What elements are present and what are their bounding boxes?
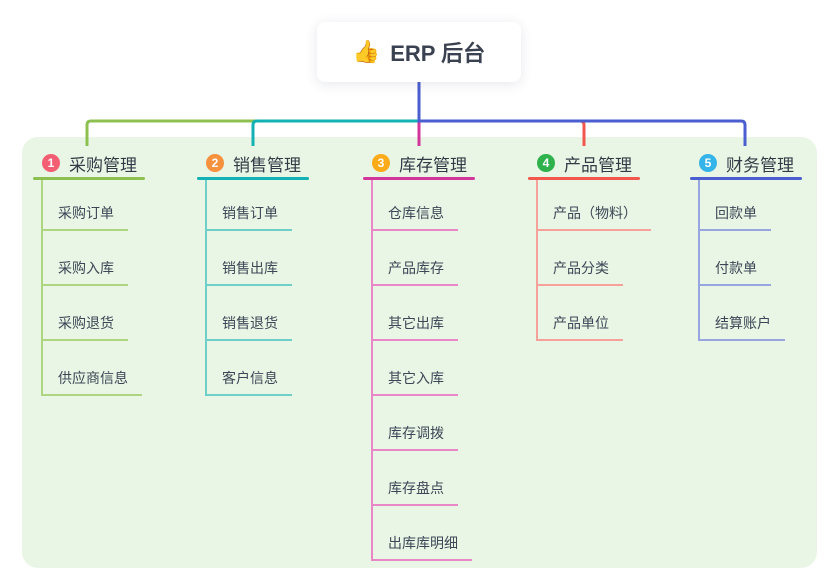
- branch-header[interactable]: 1 采购管理: [42, 151, 137, 175]
- child-node[interactable]: 产品（物料）: [536, 205, 651, 231]
- branch-number-badge: 2: [206, 154, 224, 172]
- child-node[interactable]: 客户信息: [205, 370, 292, 396]
- child-node[interactable]: 销售出库: [205, 260, 292, 286]
- child-node[interactable]: 结算账户: [698, 315, 785, 341]
- child-node[interactable]: 产品分类: [536, 260, 623, 286]
- child-node[interactable]: 供应商信息: [41, 370, 142, 396]
- child-node[interactable]: 付款单: [698, 260, 771, 286]
- root-node-label: ERP 后台: [390, 41, 486, 66]
- root-node[interactable]: 👍 ERP 后台: [317, 22, 521, 82]
- branch-label: 库存管理: [399, 155, 467, 175]
- child-node[interactable]: 仓库信息: [371, 205, 458, 231]
- child-node[interactable]: 采购入库: [41, 260, 128, 286]
- branch-number-badge: 5: [699, 154, 717, 172]
- branch-child-connector: [698, 180, 700, 341]
- branch-header[interactable]: 4 产品管理: [537, 151, 632, 175]
- branch-label: 产品管理: [564, 155, 632, 175]
- branch-label: 销售管理: [233, 155, 301, 175]
- branch-header[interactable]: 2 销售管理: [206, 151, 301, 175]
- branch-label: 采购管理: [69, 155, 137, 175]
- child-node[interactable]: 库存盘点: [371, 480, 458, 506]
- branch-header[interactable]: 3 库存管理: [372, 151, 467, 175]
- child-node[interactable]: 采购退货: [41, 315, 128, 341]
- branch-child-connector: [536, 180, 538, 341]
- branch-header[interactable]: 5 财务管理: [699, 151, 794, 175]
- branch-number-badge: 3: [372, 154, 390, 172]
- thumbs-up-icon: 👍: [352, 39, 381, 64]
- child-node[interactable]: 销售退货: [205, 315, 292, 341]
- branch-underline: [363, 177, 475, 180]
- child-node[interactable]: 其它入库: [371, 370, 458, 396]
- child-node[interactable]: 产品库存: [371, 260, 458, 286]
- child-node[interactable]: 销售订单: [205, 205, 292, 231]
- branch-underline: [528, 177, 640, 180]
- branch-underline: [197, 177, 309, 180]
- child-node[interactable]: 库存调拨: [371, 425, 458, 451]
- canvas-panel: [22, 137, 817, 568]
- branch-underline: [33, 177, 145, 180]
- branch-underline: [690, 177, 802, 180]
- branch-child-connector: [371, 180, 373, 561]
- branch-child-connector: [205, 180, 207, 396]
- branch-number-badge: 1: [42, 154, 60, 172]
- child-node[interactable]: 出库库明细: [371, 535, 472, 561]
- child-node[interactable]: 产品单位: [536, 315, 623, 341]
- child-node[interactable]: 回款单: [698, 205, 771, 231]
- branch-number-badge: 4: [537, 154, 555, 172]
- branch-child-connector: [41, 180, 43, 396]
- child-node[interactable]: 其它出库: [371, 315, 458, 341]
- branch-label: 财务管理: [726, 155, 794, 175]
- child-node[interactable]: 采购订单: [41, 205, 128, 231]
